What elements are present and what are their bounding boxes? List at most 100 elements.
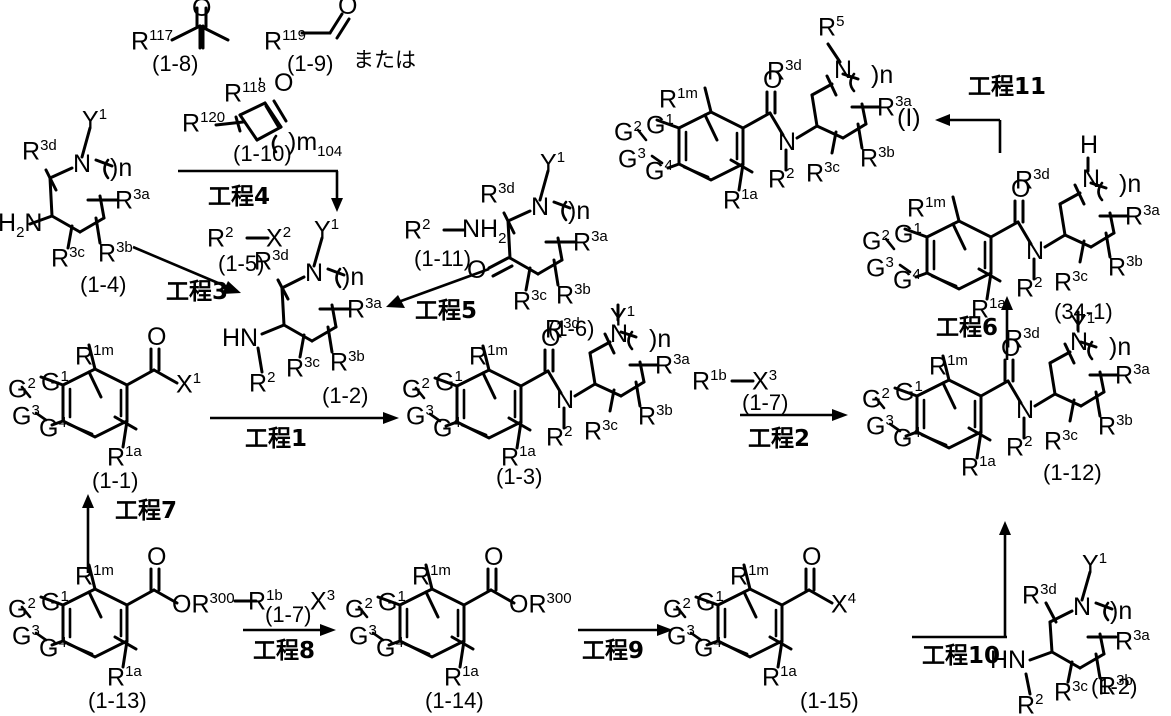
label-ring-n-1-2-center: )n (342, 263, 365, 291)
label-R3c-1-2-center: R3c (286, 354, 320, 383)
label-R2-34-1: R2 (1016, 274, 1043, 303)
atom-nitrogen-34-1-amide: N (1026, 237, 1045, 265)
step-label-10: 工程10 (922, 643, 1001, 669)
label-R1a-1-14: R1a (444, 663, 479, 692)
label-G1-top: G1 (646, 111, 674, 140)
arrow-step6 (1001, 296, 1013, 360)
label-G3-34-1: G3 (866, 254, 894, 283)
atom-oxygen-1-14: O (484, 543, 504, 571)
atom-nitrogen-1-2-center: N (305, 259, 324, 287)
label-R1a-1-15: R1a (762, 663, 797, 692)
atom-oxygen-1-12: O (1001, 334, 1021, 362)
label-m104: )m104 (288, 128, 343, 160)
label-G3-1-12: G3 (866, 412, 894, 441)
compound-label-1-6: (1-6) (548, 316, 595, 341)
arrow-step10 (912, 521, 1011, 639)
step-label-11: 工程11 (968, 74, 1047, 100)
arrow-step7 (82, 494, 94, 573)
compound-1-9-bonds (300, 12, 351, 40)
atom-nitrogen-1-6: N (531, 193, 550, 221)
label-OR300-1-13: OR300 (172, 590, 235, 619)
label-R3a-1-2-right: R3a (1115, 627, 1150, 656)
arrow-step9 (578, 624, 673, 636)
label-R2-1-2-right: R2 (1017, 691, 1044, 716)
atom-hydrogen-34-1: H (1080, 131, 1099, 159)
arrow-step4 (178, 169, 343, 212)
label-G3-1-3: G3 (406, 402, 434, 431)
atom-oxygen-34-1: O (1011, 175, 1031, 203)
label-R1a-34-1: R1a (971, 295, 1006, 324)
label-G1-1-14: G1 (378, 588, 406, 617)
label-R3b-1-6: R3b (556, 281, 591, 310)
atom-oxygen-aldehyde: O (338, 0, 358, 20)
label-HN-1-2-right: HN (990, 646, 1027, 674)
step-label-6: 工程6 (936, 315, 999, 341)
label-R1m-top: R1m (659, 85, 698, 114)
label-G3-1-13: G3 (12, 622, 40, 651)
label-G2-1-3: G2 (402, 375, 430, 404)
label-G2-34-1: G2 (862, 227, 890, 256)
arrow-step8 (243, 624, 336, 636)
compound-label-1-12: (1-12) (1043, 460, 1102, 485)
label-R3b-top: R3b (860, 144, 895, 173)
atom-oxygen-1-13: O (147, 543, 167, 571)
step-label-9: 工程9 (582, 638, 645, 664)
label-G4-1-1: G4 (39, 414, 67, 443)
label-R2-1-3: R2 (546, 423, 573, 452)
compound-1-8-bonds (170, 6, 230, 50)
label-Y1-1-12: Y1 (1070, 310, 1096, 339)
label-R1m-1-12: R1m (929, 352, 968, 381)
compound-label-1-11: (1-11) (414, 246, 472, 271)
label-Y1-compound-1-4: Y1 (82, 106, 108, 135)
label-G2-1-1: G2 (8, 375, 36, 404)
label-G4-1-15: G4 (694, 634, 722, 663)
compound-label-1-9: (1-9) (287, 51, 334, 76)
label-R1m-1-3: R1m (469, 342, 508, 371)
compound-1-2-right-bonds (1024, 570, 1118, 696)
atom-oxygen-1-6: O (467, 256, 487, 284)
label-G1-1-1: G1 (41, 368, 69, 397)
label-R1a-1-1: R1a (107, 443, 142, 472)
label-R3a-1-3: R3a (655, 351, 690, 380)
label-R1a-1-3: R1a (501, 443, 536, 472)
step-label-8: 工程8 (253, 638, 316, 664)
label-R1a-1-12: R1a (961, 453, 996, 482)
atom-nitrogen-1-3-amide: N (556, 386, 575, 414)
atom-nitrogen-1-4: N (73, 150, 92, 178)
label-ring-n-1-12: )n (1109, 333, 1132, 361)
label-R3a-1-6: R3a (573, 228, 608, 257)
step-label-3: 工程3 (166, 279, 229, 305)
compound-label-1-5: (1-5) (218, 251, 265, 276)
label-R3a-34-1: R3a (1125, 202, 1160, 231)
step-label-7: 工程7 (115, 498, 178, 524)
label-R2-reagent-1-11: R2 (404, 216, 431, 245)
compound-label-1-14: (1-14) (425, 688, 484, 713)
label-R2-top: R2 (768, 165, 795, 194)
label-HN-1-2-center: HN (222, 324, 259, 352)
compound-1-10-bonds (214, 99, 288, 154)
label-R3b-1-3: R3b (638, 402, 673, 431)
atom-oxygen-1-3: O (541, 324, 561, 352)
label-X4-1-15: X4 (831, 590, 857, 619)
reagent-bonds (233, 228, 755, 603)
arrow-step5 (386, 267, 490, 308)
atom-nitrogen-top-amide: N (778, 128, 797, 156)
label-G4-1-3: G4 (433, 414, 461, 443)
compound-1-6-bonds (487, 169, 578, 292)
arrow-step3 (132, 245, 241, 294)
label-R3b-34-1: R3b (1108, 253, 1143, 282)
atom-nitrogen-1-12-ring: N (1070, 328, 1089, 356)
label-R3d-1-2-center: R3d (254, 247, 289, 276)
atom-nitrogen-34-1-ring: N (1082, 165, 1101, 193)
compound-1-1-bonds (20, 343, 179, 449)
or-text: または (353, 48, 416, 72)
compound-label-1-8: (1-8) (152, 51, 199, 76)
arrow-step1 (210, 412, 399, 424)
label-ring-n-top: )n (871, 61, 894, 89)
atom-oxygen-1-1: O (147, 323, 167, 351)
label-R3a-1-12: R3a (1115, 361, 1150, 390)
compound-1-4-bonds (28, 126, 120, 250)
label-G3-1-15: G3 (667, 622, 695, 651)
label-R3d-top: R3d (767, 57, 802, 86)
label-R118: R118 (224, 79, 266, 108)
